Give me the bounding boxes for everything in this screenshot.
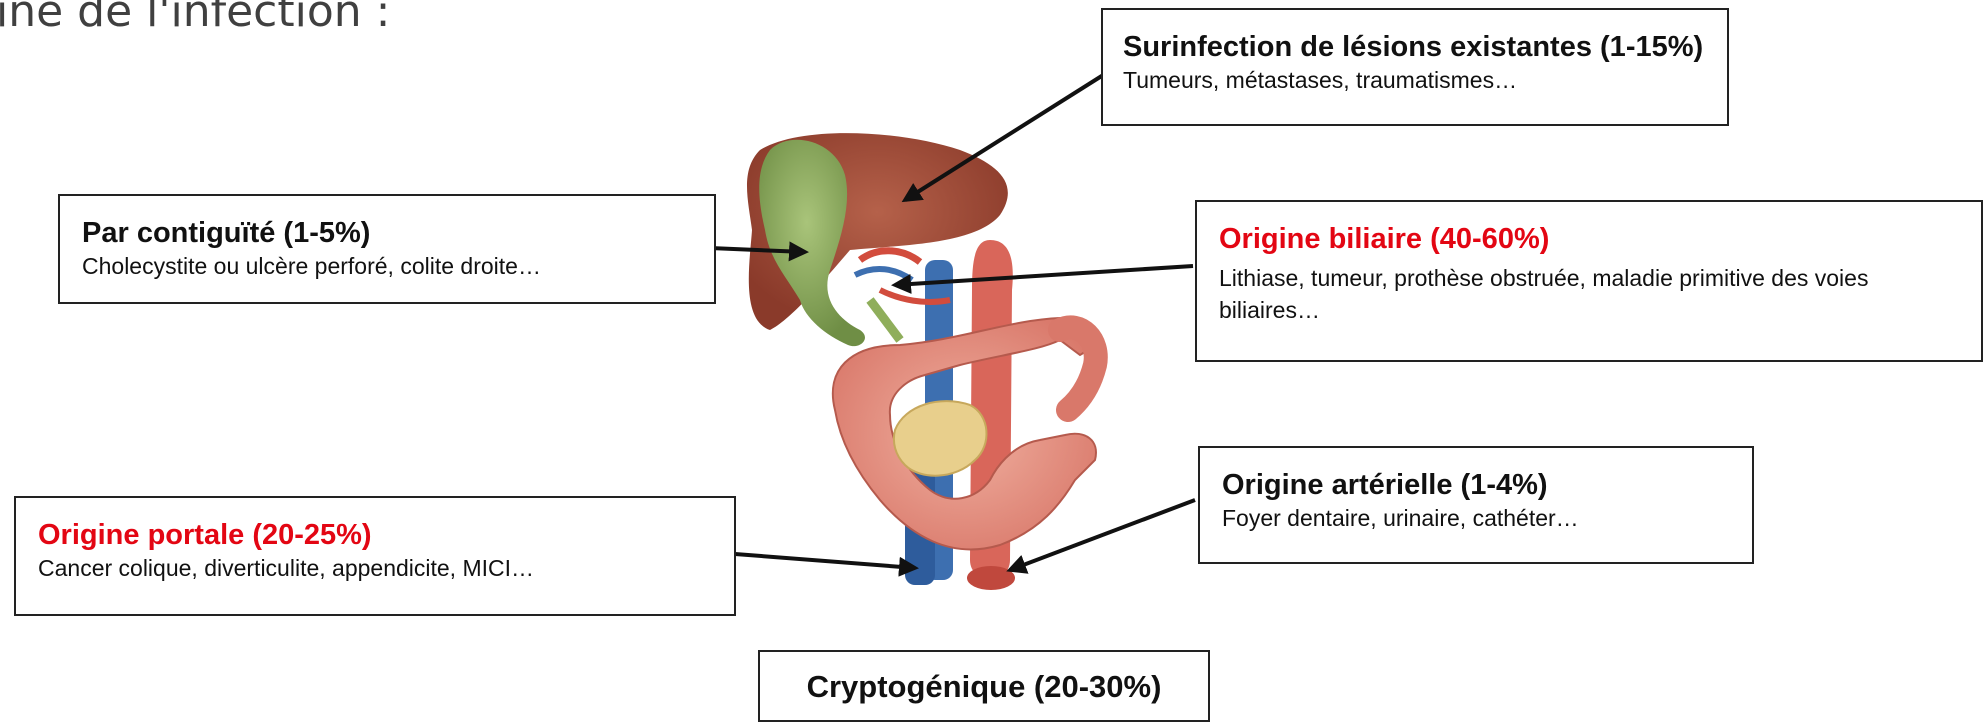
- contiguite-desc: Cholecystite ou ulcère perforé, colite d…: [82, 250, 698, 282]
- surinfection-title: Surinfection de lésions existantes (1-15…: [1123, 30, 1711, 64]
- box-portale: Origine portale (20-25%) Cancer colique,…: [14, 496, 736, 616]
- box-contiguite: Par contiguïté (1-5%) Cholecystite ou ul…: [58, 194, 716, 304]
- contiguite-title: Par contiguïté (1-5%): [82, 216, 698, 250]
- surinfection-desc: Tumeurs, métastases, traumatismes…: [1123, 64, 1711, 96]
- portale-desc: Cancer colique, diverticulite, appendici…: [38, 552, 718, 584]
- arrow-portale: [735, 554, 915, 568]
- box-arterielle: Origine artérielle (1-4%) Foyer dentaire…: [1198, 446, 1754, 564]
- portale-title: Origine portale (20-25%): [38, 518, 718, 552]
- arterielle-title: Origine artérielle (1-4%): [1222, 468, 1736, 502]
- biliaire-title: Origine biliaire (40-60%): [1219, 222, 1965, 256]
- arrow-surinfection: [905, 72, 1108, 200]
- box-cryptogenique: Cryptogénique (20-30%): [758, 650, 1210, 722]
- box-biliaire: Origine biliaire (40-60%) Lithiase, tume…: [1195, 200, 1983, 362]
- arterielle-desc: Foyer dentaire, urinaire, cathéter…: [1222, 502, 1736, 534]
- box-surinfection: Surinfection de lésions existantes (1-15…: [1101, 8, 1729, 126]
- cryptogenique-title: Cryptogénique (20-30%): [770, 670, 1198, 704]
- biliaire-desc: Lithiase, tumeur, prothèse obstruée, mal…: [1219, 262, 1939, 326]
